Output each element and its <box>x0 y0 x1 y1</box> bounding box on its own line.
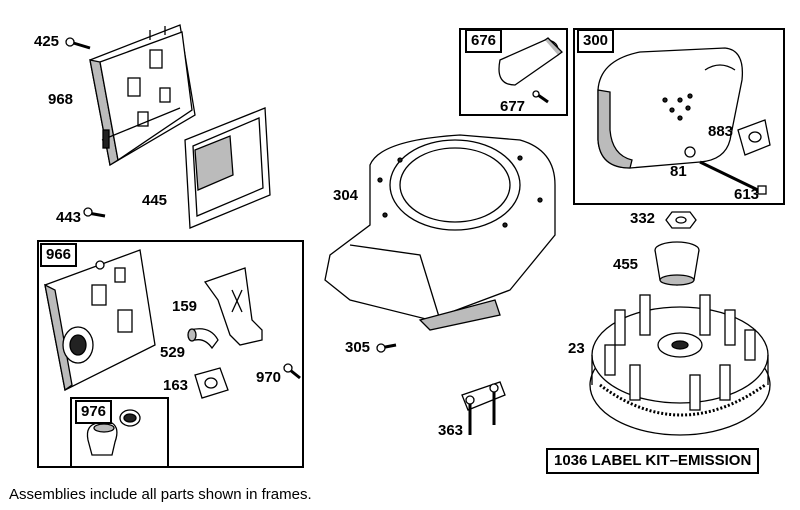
label-363: 363 <box>438 422 464 439</box>
flywheel-drawing <box>589 294 771 436</box>
muffler-drawing <box>597 47 771 195</box>
footnote: Assemblies include all parts shown in fr… <box>9 486 312 503</box>
fitting-976-drawing <box>86 409 141 456</box>
nut-332-drawing <box>665 211 697 229</box>
frame-300 <box>573 28 785 205</box>
label-883: 883 <box>708 123 734 140</box>
air-cleaner-base-drawing <box>89 24 196 167</box>
screw-425-drawing <box>65 37 91 50</box>
air-filter-drawing <box>184 107 271 229</box>
label-677: 677 <box>500 98 526 115</box>
bracket-159-drawing <box>203 267 263 346</box>
tag-676: 676 <box>465 29 503 53</box>
label-304: 304 <box>333 187 359 204</box>
frame-676 <box>459 28 568 116</box>
elbow-529-drawing <box>187 328 219 350</box>
label-81: 81 <box>670 163 687 180</box>
muffler-guard-drawing <box>498 37 563 104</box>
gasket-163-drawing <box>194 367 229 399</box>
label-332: 332 <box>630 210 656 227</box>
label-159: 159 <box>172 298 198 315</box>
screw-305-drawing <box>376 343 397 353</box>
frame-976 <box>70 397 169 468</box>
starter-cup-drawing <box>654 241 700 286</box>
label-445: 445 <box>142 192 168 209</box>
frame-966 <box>37 240 304 468</box>
bracket-363-drawing <box>461 381 506 435</box>
tag-300: 300 <box>577 29 615 53</box>
label-455: 455 <box>613 256 639 273</box>
screw-970-drawing <box>283 363 301 380</box>
blower-housing-drawing <box>324 134 556 331</box>
tag-976: 976 <box>75 400 113 424</box>
screw-443-drawing <box>83 207 106 218</box>
carburetor-plate-drawing <box>44 249 156 392</box>
label-163: 163 <box>163 377 189 394</box>
kit-label-box: 1036 LABEL KIT–EMISSION <box>546 448 760 474</box>
tag-966: 966 <box>40 243 78 267</box>
label-968: 968 <box>48 91 74 108</box>
label-529: 529 <box>160 344 186 361</box>
label-443: 443 <box>56 209 82 226</box>
label-23: 23 <box>568 340 585 357</box>
label-425: 425 <box>34 33 60 50</box>
label-305: 305 <box>345 339 371 356</box>
label-613: 613 <box>734 186 760 203</box>
label-970: 970 <box>256 369 282 386</box>
